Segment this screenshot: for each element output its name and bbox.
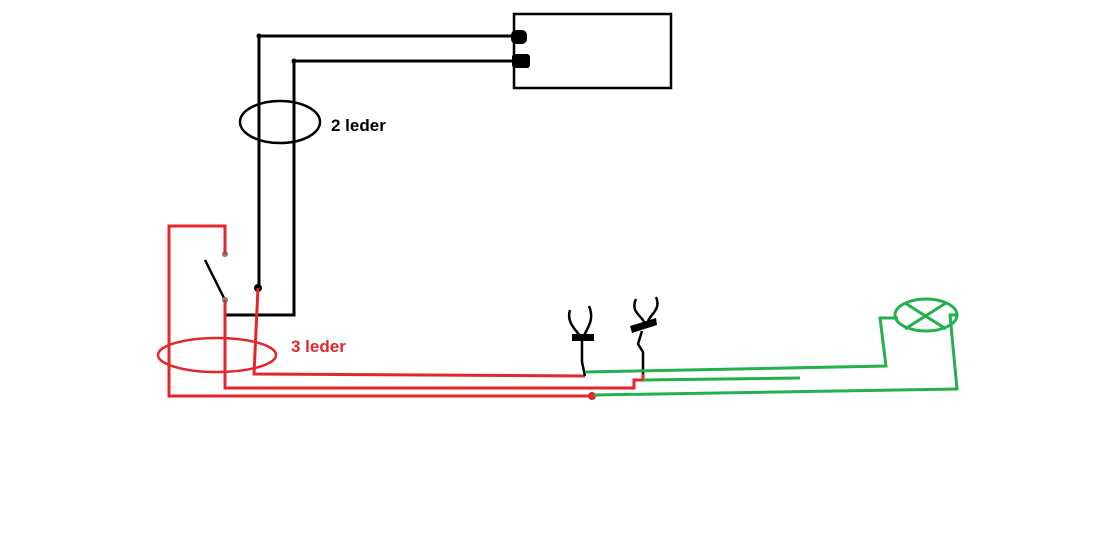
two-conductor-ring [238,99,322,145]
connector-left-tail [580,341,587,377]
connector-left-lead-b [582,305,593,337]
connector-left [567,305,594,377]
connector-left-lead-a [567,309,582,337]
green-wire-c [593,313,959,397]
switch-lever [203,259,227,301]
lamp-icon [893,297,959,333]
switch [203,251,228,303]
green-wire-b [642,376,801,382]
connector-right [630,296,659,374]
red-wire-from-black [252,287,586,378]
label-three-conductor: 3 leder [291,337,346,356]
label-two-conductor: 2 leder [331,116,386,135]
lamp-body [893,297,959,333]
lamp-cross-b [904,301,947,331]
source-terminal-bottom [512,54,530,68]
black-wire-outer [257,34,513,288]
connector-right-lead-b [646,296,659,323]
source-box-outline [512,12,673,90]
source-terminal-top [511,30,527,44]
green-wiring [584,313,959,397]
junction-dot-top-left [256,33,262,39]
black-wire-inner [225,59,513,317]
connector-left-body [572,334,594,341]
connector-right-body [630,318,657,333]
junction-dot-inner [291,58,297,64]
green-wire-a [584,316,898,374]
connector-right-lead-a [633,298,646,323]
power-source-box [511,12,673,90]
connector-right-tail [636,330,645,374]
three-conductor-ring [156,336,278,374]
two-conductor-cable [225,34,513,317]
red-wire-loop-top [167,224,594,398]
